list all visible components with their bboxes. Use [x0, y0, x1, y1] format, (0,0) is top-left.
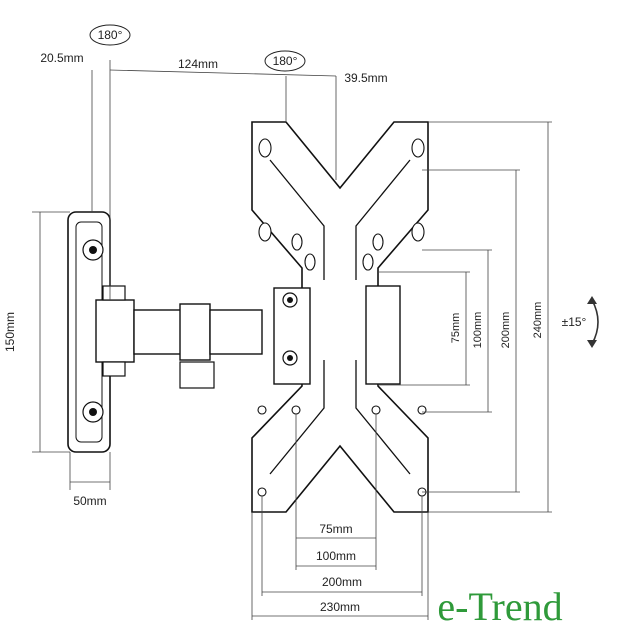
rotation-marker-mid: [264, 50, 306, 72]
vesa-plate: [251, 121, 429, 513]
vesa-h75-label: 75mm: [319, 522, 352, 536]
vesa-v100-label: 100mm: [472, 312, 484, 349]
tilt-label: ±15°: [562, 315, 587, 329]
vesa-v240-label: 240mm: [532, 302, 544, 339]
brand-logo: e-Trend: [437, 584, 562, 629]
tilt-arrow-head-icon: [587, 296, 597, 304]
vesa-v200-label: 200mm: [500, 312, 512, 349]
plate-width-label: 50mm: [73, 494, 106, 508]
rotate-label-mid: 180°: [273, 54, 298, 68]
swivel-arm: [95, 285, 263, 389]
vesa-h200-label: 200mm: [322, 575, 362, 589]
vesa-v75-label: 75mm: [450, 313, 462, 344]
tilt-arrow-icon: [591, 299, 599, 345]
wall-offset-label: 20.5mm: [40, 51, 83, 65]
plate-height-label: 150mm: [3, 312, 17, 352]
dimension-lines: [32, 60, 552, 620]
rotation-marker-left: [89, 24, 131, 46]
vesa-h100-label: 100mm: [316, 549, 356, 563]
plate-offset-label: 39.5mm: [344, 71, 387, 85]
rotate-label-left: 180°: [98, 28, 123, 42]
tilt-arrow-tail-icon: [587, 340, 597, 348]
wall-plate: [67, 211, 111, 453]
vesa-h230-label: 230mm: [320, 600, 360, 614]
arm-length-label: 124mm: [178, 57, 218, 71]
